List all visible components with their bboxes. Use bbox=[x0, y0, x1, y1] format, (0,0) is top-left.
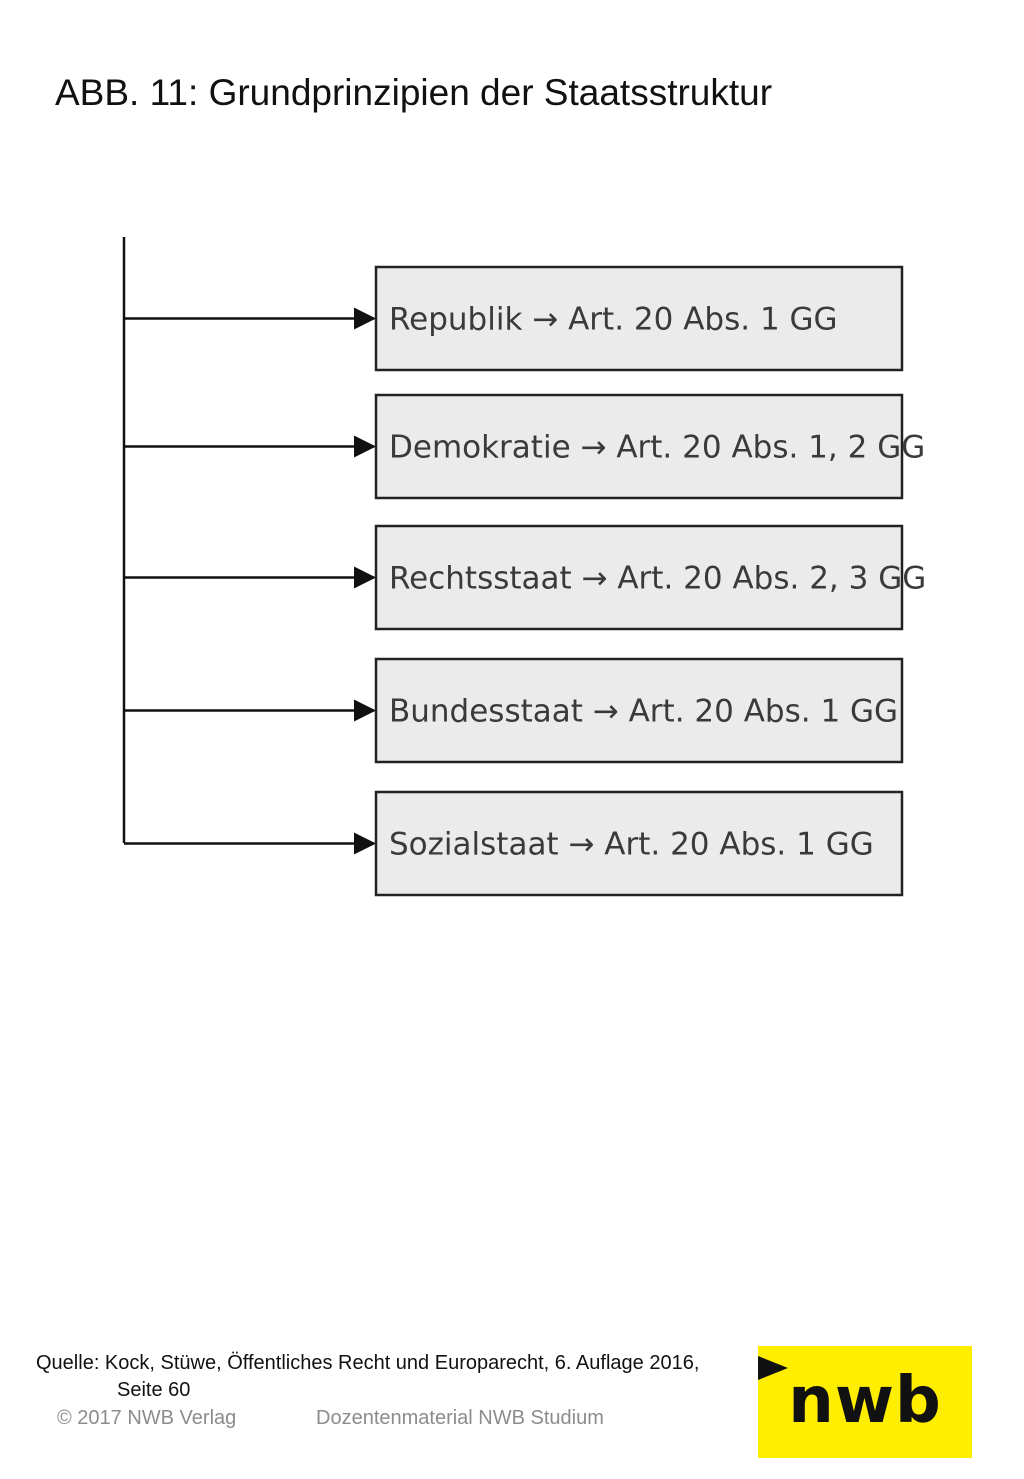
principle-box bbox=[374, 393, 904, 500]
nwb-logo: nwb bbox=[758, 1346, 972, 1458]
principle-label: Republik → Art. 20 Abs. 1 GG bbox=[389, 302, 838, 338]
principle-label: Demokratie → Art. 20 Abs. 1, 2 GG bbox=[389, 430, 925, 466]
principle-box bbox=[374, 265, 904, 372]
structure-diagram: Republik → Art. 20 Abs. 1 GG Demokratie →… bbox=[122, 237, 926, 897]
principle-label: Bundesstaat → Art. 20 Abs. 1 GG bbox=[389, 694, 898, 730]
copyright-text: © 2017 NWB Verlag bbox=[57, 1407, 237, 1429]
principle-box bbox=[374, 524, 904, 631]
material-label: Dozentenmaterial NWB Studium bbox=[316, 1407, 604, 1429]
play-marker-icon bbox=[758, 1356, 788, 1380]
principle-box bbox=[374, 790, 904, 897]
source-citation: Quelle: Kock, Stüwe, Öffentliches Recht … bbox=[36, 1350, 699, 1404]
principle-label: Rechtsstaat → Art. 20 Abs. 2, 3 GG bbox=[389, 561, 926, 597]
page-title: ABB. 11: Grundprinzipien der Staatsstruk… bbox=[55, 72, 773, 113]
principle-label: Sozialstaat → Art. 20 Abs. 1 GG bbox=[389, 827, 874, 863]
principle-box bbox=[374, 657, 904, 764]
logo-text: nwb bbox=[788, 1364, 942, 1438]
source-line-2: Seite 60 bbox=[117, 1379, 191, 1401]
source-line-1: Quelle: Kock, Stüwe, Öffentliches Recht … bbox=[36, 1352, 700, 1374]
